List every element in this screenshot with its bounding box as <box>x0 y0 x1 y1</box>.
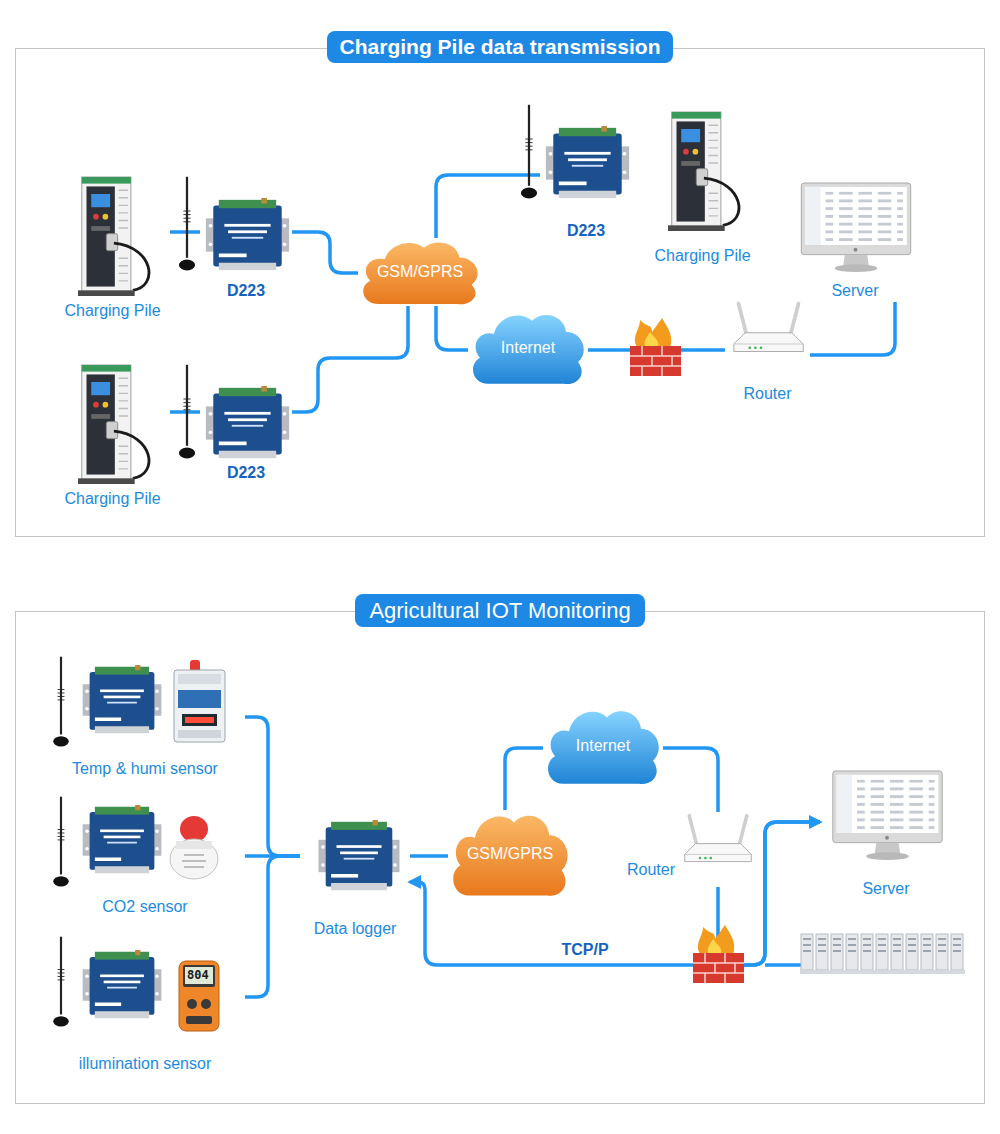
firewall-picture <box>630 318 681 376</box>
datacenter-wire <box>765 963 802 967</box>
network-link <box>410 854 448 858</box>
light-meter-picture <box>179 961 219 1031</box>
cloud-label: Internet <box>501 339 555 357</box>
network-link <box>292 306 408 412</box>
device-label: illumination sensor <box>79 1055 212 1073</box>
cloud-label: Internet <box>576 737 630 755</box>
internet-cloud: Internet <box>468 310 588 386</box>
model-label: D223 <box>227 464 265 482</box>
router-picture <box>734 304 803 352</box>
panel-title: Agricultural IOT Monitoring <box>355 594 644 627</box>
modem-picture <box>83 665 162 733</box>
sensor-unit: CO2 sensor <box>45 783 245 918</box>
co2-sensor-picture <box>170 816 218 879</box>
cloud-label: GSM/GPRS <box>467 845 553 863</box>
device-label: Server <box>862 880 909 898</box>
cloud-outline <box>363 242 477 304</box>
device-label: Temp & humi sensor <box>72 760 218 778</box>
modem-d223: D223 <box>200 196 292 302</box>
charging-pile: Charging Pile <box>55 360 170 510</box>
server: Server <box>820 766 952 900</box>
data-logger: Data logger <box>300 812 410 940</box>
modem-picture <box>83 805 162 873</box>
router: Router <box>625 812 755 887</box>
gsm-cloud: GSM/GPRS <box>358 238 482 306</box>
datacenter-picture <box>800 930 965 974</box>
cloud-outline <box>473 315 584 384</box>
modem-picture <box>546 126 629 198</box>
network-link <box>170 410 200 414</box>
model-label: D223 <box>567 222 605 240</box>
device-label: Charging Pile <box>64 490 160 508</box>
server: Server <box>795 180 915 302</box>
temp-sensor-picture <box>174 660 225 742</box>
panel-title: Charging Pile data transmission <box>327 31 674 63</box>
device-label: Data logger <box>314 920 397 938</box>
meter-reading: 804 <box>187 968 209 982</box>
cloud-outline <box>548 711 659 784</box>
server-monitor-picture <box>801 183 910 272</box>
diagram-panel: Charging Pile data transmissionCharging … <box>15 48 985 537</box>
modem-picture <box>319 820 400 890</box>
modem-picture <box>206 198 289 270</box>
network-link <box>810 302 895 355</box>
modem-d223: D223 <box>200 378 292 484</box>
server-monitor-picture <box>833 771 942 860</box>
link-label: TCP/P <box>558 941 611 959</box>
network-link <box>245 856 300 997</box>
antenna-picture <box>179 365 195 459</box>
antenna-picture <box>53 657 69 747</box>
charging-pile: Charging Pile <box>55 172 170 322</box>
modem-picture <box>83 950 162 1018</box>
charging-pile: Charging Pile <box>645 105 760 267</box>
network-link <box>292 232 358 273</box>
model-label: D223 <box>227 282 265 300</box>
charging-pile-picture <box>668 112 739 231</box>
diagram-panel: Agricultural IOT MonitoringTemp & humi s… <box>15 611 985 1104</box>
modem-d223: D223 <box>540 120 632 242</box>
device-label: CO2 sensor <box>102 898 187 916</box>
network-link <box>436 175 540 238</box>
antenna-picture <box>53 937 69 1027</box>
router: Router <box>725 300 810 405</box>
gsm-cloud: GSM/GPRS <box>448 810 572 898</box>
network-link <box>245 717 300 856</box>
network-link <box>505 748 543 810</box>
sensor-unit: illumination sensor <box>45 930 245 1075</box>
device-label: Router <box>743 385 791 403</box>
antenna-picture <box>53 797 69 887</box>
network-link <box>663 748 718 812</box>
cloud-label: GSM/GPRS <box>377 263 463 281</box>
cloud-outline <box>453 816 567 896</box>
sensor-unit: Temp & humi sensor <box>45 645 245 780</box>
network-link <box>170 230 200 234</box>
router-picture <box>685 816 752 862</box>
charging-pile-picture <box>78 365 149 484</box>
device-label: Server <box>831 282 878 300</box>
network-link <box>436 306 468 350</box>
charging-pile-picture <box>78 177 149 296</box>
modem-picture <box>206 386 289 458</box>
firewall-picture <box>693 925 744 983</box>
antenna-picture <box>521 105 537 199</box>
device-label: Charging Pile <box>654 247 750 265</box>
antenna-picture <box>179 177 195 271</box>
device-label: Router <box>627 861 675 879</box>
internet-cloud: Internet <box>543 706 663 786</box>
device-label: Charging Pile <box>64 302 160 320</box>
